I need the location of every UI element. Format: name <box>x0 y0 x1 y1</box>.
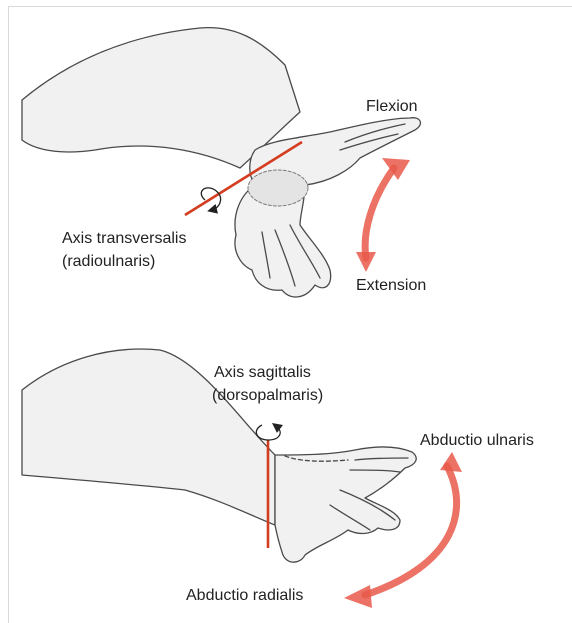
bottom-hand <box>275 447 416 562</box>
axis-sagittalis-label: Axis sagittalis <box>214 362 311 383</box>
flexion-label: Flexion <box>366 96 418 117</box>
axis-sagittalis-sublabel: (dorsopalmaris) <box>212 385 323 406</box>
double-headed-arrow-icon <box>356 158 410 272</box>
extension-label: Extension <box>356 275 426 296</box>
axis-transversalis-label: Axis transversalis <box>62 228 186 249</box>
abductio-ulnaris-label: Abductio ulnaris <box>420 430 534 451</box>
top-forearm <box>22 28 300 168</box>
abductio-radialis-label: Abductio radialis <box>186 585 303 606</box>
axis-transversalis-sublabel: (radioulnaris) <box>62 251 155 272</box>
rotation-arrow-icon <box>256 425 280 440</box>
